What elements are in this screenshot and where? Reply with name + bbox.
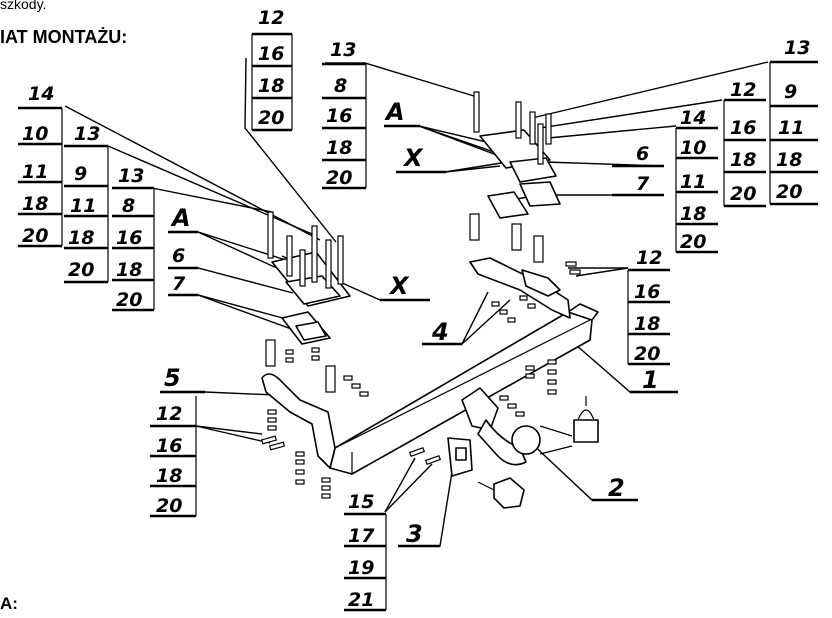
label-group-13-c-value: 20 (326, 167, 352, 189)
electric-socket (493, 477, 525, 509)
label-group-13-b-value: 13 (118, 165, 144, 187)
label-group-13-c-value: 16 (326, 105, 352, 127)
label-group-14-right-value: 14 (680, 107, 706, 129)
label-groups: 14 10 11 18 20 13 9 11 18 20 13 8 16 18 … (22, 7, 810, 611)
label-group-13-b: 13 8 16 18 20 (116, 165, 144, 311)
part-label-7-left: 7 (172, 273, 186, 295)
label-group-12-middle-value: 20 (634, 343, 660, 365)
section-heading-fragment: A: (0, 594, 18, 613)
part-label-4: 4 (431, 318, 449, 346)
tow-bar-parts (261, 129, 599, 509)
label-group-13-b-value: 18 (116, 259, 142, 281)
label-group-12-middle: 12 16 18 20 (634, 247, 662, 365)
label-group-15-value: 19 (348, 557, 374, 579)
assembly-diagram-heading: IAT MONTAŻU: (0, 27, 128, 47)
label-group-13-a: 13 9 11 18 20 (68, 123, 100, 281)
label-group-12-right-value: 18 (730, 149, 756, 171)
label-group-13-a-value: 9 (74, 163, 87, 185)
part-label-2: 2 (608, 474, 625, 502)
label-group-13-b-value: 8 (122, 195, 135, 217)
part-label-3: 3 (406, 520, 423, 548)
label-group-14-right-value: 18 (680, 203, 706, 225)
label-group-12-middle-value: 16 (634, 281, 660, 303)
label-group-13-b-value: 20 (116, 289, 142, 311)
label-group-12-right: 12 16 18 20 (730, 79, 756, 205)
label-group-12-middle-value: 12 (636, 247, 662, 269)
label-group-14-left-value: 20 (22, 225, 48, 247)
label-group-13-c-value: 13 (330, 39, 356, 61)
label-group-13-b-value: 16 (116, 227, 142, 249)
label-group-13-a-value: 11 (70, 195, 96, 217)
plate-A-right (479, 129, 551, 169)
fasteners (260, 91, 581, 499)
label-group-12-right-value: 16 (730, 117, 756, 139)
part-label-5: 5 (164, 364, 181, 392)
label-group-14-left: 14 10 11 18 20 (22, 83, 54, 247)
label-group-13-right-value: 13 (784, 37, 810, 59)
part-label-1: 1 (642, 366, 659, 394)
ball-mount-plate (461, 387, 499, 431)
label-group-14-left-value: 11 (22, 161, 48, 183)
label-group-12-right-value: 12 (730, 79, 756, 101)
part-label-6-left: 6 (172, 245, 185, 267)
label-group-13-a-value: 18 (68, 227, 94, 249)
label-group-13-a-value: 13 (74, 123, 100, 145)
label-group-13-c-value: 18 (326, 137, 352, 159)
label-group-14-left-value: 14 (28, 83, 54, 105)
label-group-13-right-value: 18 (776, 149, 802, 171)
label-group-12-top-value: 12 (258, 7, 284, 29)
label-group-12-left-value: 12 (156, 403, 182, 425)
label-group-13-right-value: 9 (784, 81, 797, 103)
ball-cap (573, 419, 599, 443)
plate-7-right (487, 191, 529, 219)
label-group-13-right: 13 9 11 18 20 (776, 37, 810, 203)
part-label-6-right: 6 (636, 143, 649, 165)
plate-6-right (509, 157, 557, 183)
tow-ball (511, 425, 541, 455)
part-label-7-right: 7 (636, 173, 650, 195)
label-group-12-left-value: 20 (156, 495, 182, 517)
label-group-12-top-value: 18 (258, 75, 284, 97)
label-group-12-left-value: 18 (156, 465, 182, 487)
label-group-12-left: 12 16 18 20 (156, 403, 182, 517)
left-bracket-part-5 (261, 373, 336, 469)
label-group-14-left-value: 18 (22, 193, 48, 215)
label-group-14-right-value: 10 (680, 137, 706, 159)
label-group-12-top-value: 20 (258, 107, 284, 129)
label-group-14-left-value: 10 (22, 123, 48, 145)
label-group-12-top: 12 16 18 20 (258, 7, 284, 129)
part-label-A-right: A (384, 98, 405, 126)
label-group-12-right-value: 20 (730, 183, 756, 205)
label-box-lines (18, 32, 818, 612)
part-label-X-left: X (388, 272, 410, 300)
label-group-15-value: 17 (348, 525, 375, 547)
label-group-15-value: 15 (348, 491, 374, 513)
label-group-14-right: 14 10 11 18 20 (680, 107, 706, 253)
part-label-X-right: X (402, 144, 424, 172)
header-fragment-text: szkody. (0, 0, 47, 12)
label-group-14-right-value: 20 (680, 231, 706, 253)
label-group-15: 15 17 19 21 (348, 491, 375, 611)
label-group-13-right-value: 20 (776, 181, 802, 203)
label-group-12-left-value: 16 (156, 435, 182, 457)
label-group-13-right-value: 11 (778, 117, 804, 139)
label-group-12-top-value: 16 (258, 43, 284, 65)
label-group-13-c-value: 8 (334, 75, 347, 97)
label-group-14-right-value: 11 (680, 171, 706, 193)
part-label-A-left: A (170, 204, 191, 232)
label-group-13-a-value: 20 (68, 259, 94, 281)
label-group-15-value: 21 (348, 589, 374, 611)
label-group-12-middle-value: 18 (634, 313, 660, 335)
right-bracket-part-4 (469, 257, 571, 319)
tow-ball-part-2 (477, 419, 527, 466)
label-group-13-c: 13 8 16 18 20 (326, 39, 356, 189)
